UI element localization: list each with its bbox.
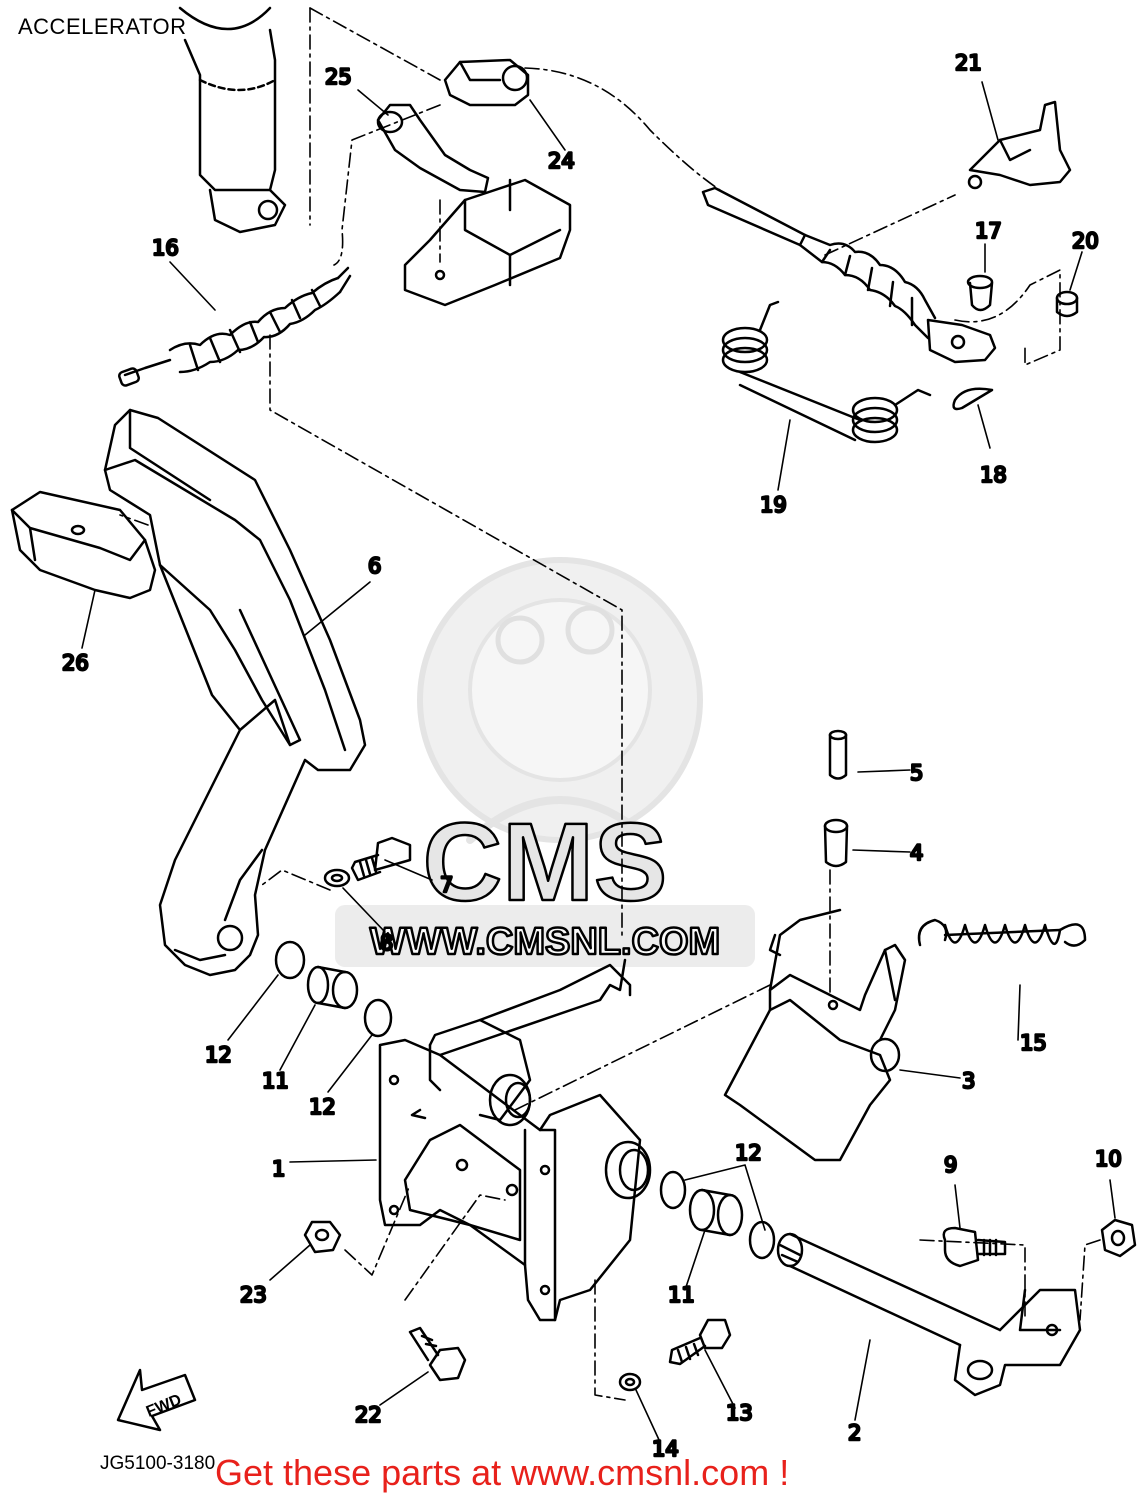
part-22-bolt — [408, 1326, 467, 1382]
label-part-12-right: 12 — [735, 1141, 762, 1165]
label-part-3: 3 — [962, 1069, 975, 1093]
part-1-main-bracket — [378, 958, 652, 1322]
part-number-labels: 1 2 3 4 5 6 7 8 9 10 11 11 12 12 12 12 1… — [61, 50, 1123, 1463]
label-part-11-left: 11 — [262, 1069, 289, 1093]
part-12-o-ring-right-b — [748, 1220, 776, 1260]
part-11-bushing-left — [306, 965, 359, 1010]
part-11-bushing-right — [688, 1188, 744, 1237]
assembly-guide-lines — [119, 7, 1101, 1401]
label-part-23: 23 — [240, 1283, 267, 1307]
label-part-26: 26 — [62, 651, 89, 675]
part-18-cotter-pin — [952, 387, 994, 411]
label-part-25: 25 — [325, 65, 352, 89]
part-6-pedal-arm — [103, 408, 367, 977]
part-14-washer — [618, 1372, 642, 1392]
watermark-brand: CMS — [423, 801, 667, 924]
part-12-o-ring-left-a — [274, 940, 306, 980]
label-part-1: 1 — [272, 1157, 285, 1181]
label-part-19: 19 — [760, 493, 787, 517]
watermark-url: WWW.CMSNL.COM — [370, 921, 720, 963]
part-3-lever-plate — [723, 908, 907, 1162]
label-part-16: 16 — [152, 236, 179, 260]
part-5-pin — [828, 729, 848, 780]
fwd-badge-text: FWD — [144, 1391, 184, 1420]
label-part-14: 14 — [652, 1437, 679, 1461]
label-part-2: 2 — [848, 1421, 861, 1445]
label-part-12-left-b: 12 — [309, 1095, 336, 1119]
label-part-11-right: 11 — [668, 1283, 695, 1307]
part-7-bolt — [350, 836, 412, 882]
label-part-17: 17 — [975, 219, 1002, 243]
cms-watermark: CMS WWW.CMSNL.COM — [335, 557, 755, 967]
part-10-nut — [1100, 1218, 1137, 1258]
part-8-washer — [323, 868, 351, 888]
label-part-4: 4 — [910, 841, 923, 865]
footer-promo-link[interactable]: Get these parts at www.cmsnl.com ! — [215, 1452, 790, 1493]
label-part-15: 15 — [1020, 1031, 1047, 1055]
forward-direction-arrow: FWD — [116, 1368, 197, 1432]
label-part-9: 9 — [944, 1153, 957, 1177]
mounting-block — [403, 178, 572, 307]
label-part-7: 7 — [440, 873, 453, 897]
part-21-cable-bracket — [967, 100, 1072, 190]
label-leader-lines — [81, 81, 1116, 1443]
part-24-cable-holder — [443, 58, 530, 107]
part-19-torsion-spring — [721, 300, 932, 444]
label-part-20: 20 — [1072, 229, 1099, 253]
label-part-12-left-a: 12 — [205, 1043, 232, 1067]
label-part-10: 10 — [1095, 1147, 1122, 1171]
label-part-8: 8 — [380, 931, 393, 955]
label-part-24: 24 — [548, 149, 575, 173]
part-25-clamp — [376, 103, 490, 194]
label-part-22: 22 — [355, 1403, 382, 1427]
label-part-6: 6 — [368, 554, 381, 578]
part-12-o-ring-right-a — [659, 1170, 687, 1210]
part-17-pin — [966, 274, 994, 312]
part-15-tension-spring — [917, 918, 1087, 947]
label-part-18: 18 — [980, 463, 1007, 487]
diagram-code: JG5100-3180 — [100, 1453, 216, 1474]
part-13-bolt — [668, 1318, 732, 1366]
part-4-roller — [823, 818, 849, 868]
label-part-5: 5 — [910, 761, 923, 785]
part-12-o-ring-left-b — [363, 998, 393, 1038]
diagram-title: ACCELERATOR — [18, 14, 187, 39]
part-2-shaft-lever — [776, 1232, 1082, 1397]
shock-absorber — [178, 6, 287, 234]
part-20-collar — [1055, 290, 1079, 318]
throttle-cable — [701, 186, 997, 364]
part-23-nut — [303, 1220, 342, 1254]
part-9-bolt — [942, 1226, 1007, 1268]
part-16-accelerator-cable — [118, 266, 352, 387]
label-part-13: 13 — [726, 1401, 753, 1425]
label-part-21: 21 — [955, 51, 982, 75]
part-26-pedal-pad — [10, 490, 157, 600]
